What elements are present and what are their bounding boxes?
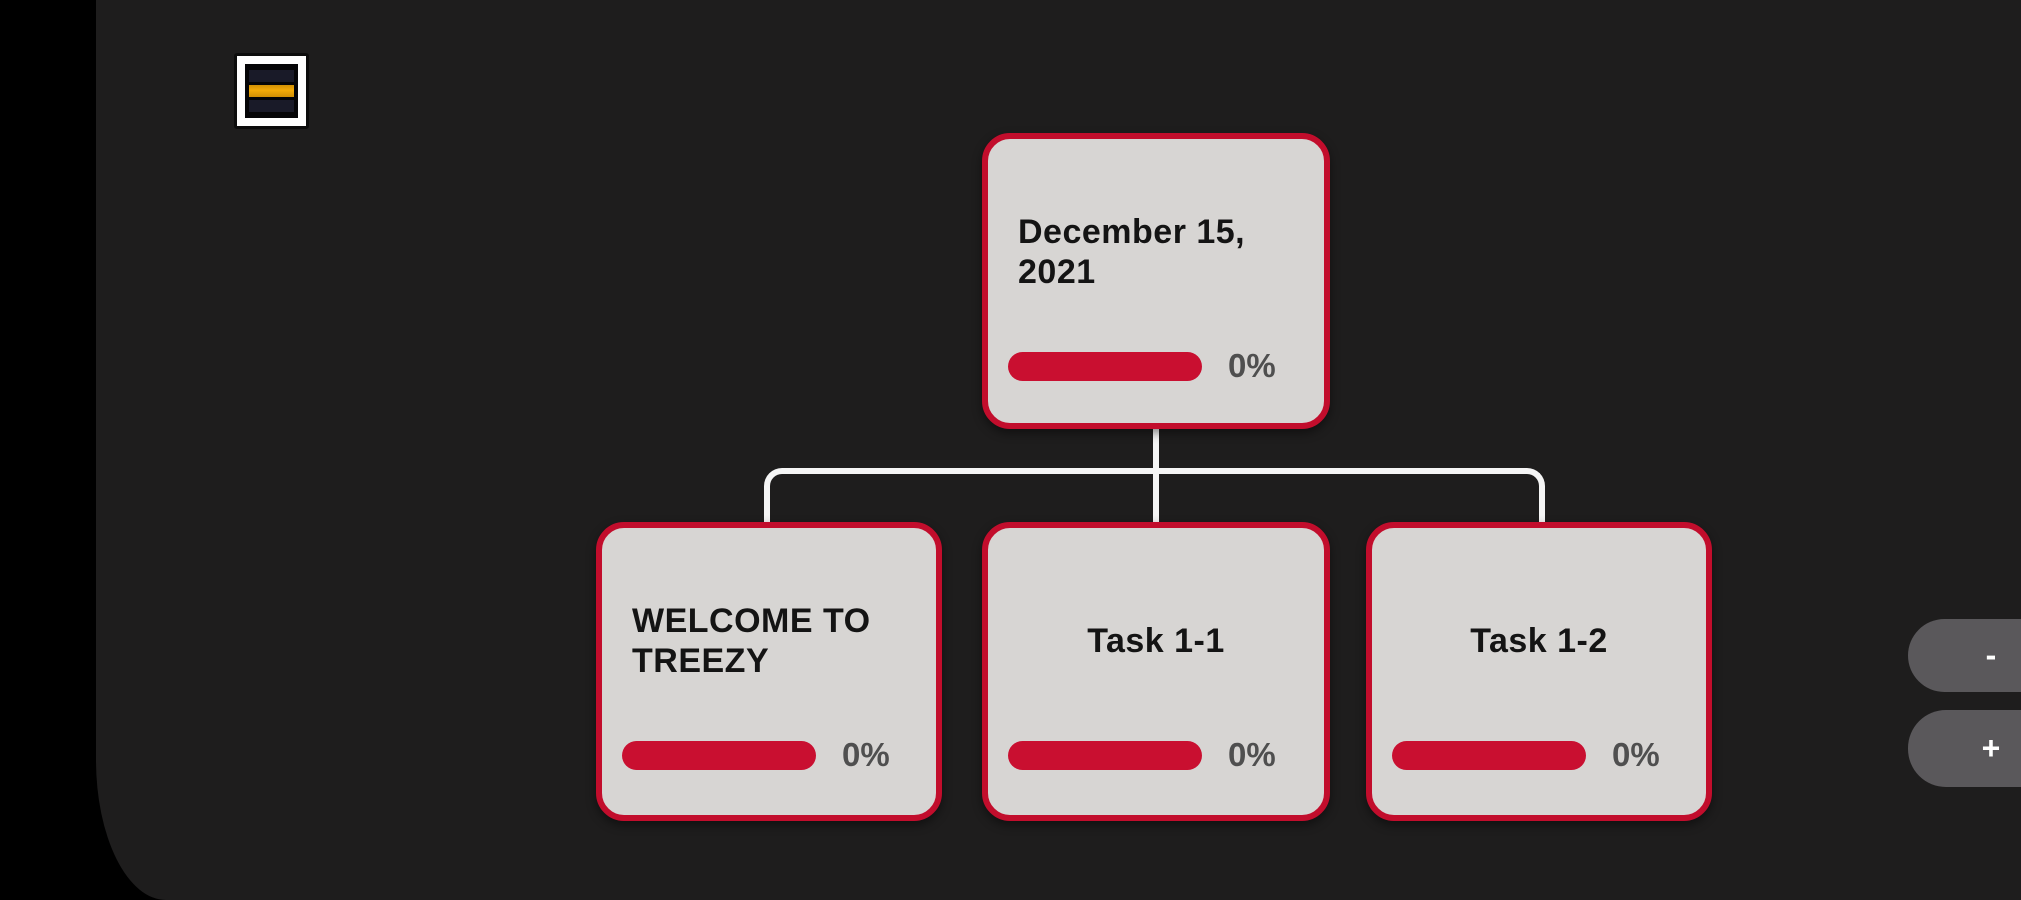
minus-icon: - xyxy=(1985,637,1997,673)
zoom-in-button[interactable]: + xyxy=(1908,710,2021,787)
tree-node-task-1-2[interactable]: Task 1-2 0% xyxy=(1366,522,1712,821)
progress-label: 0% xyxy=(1228,736,1276,773)
tree-connector-middle xyxy=(1153,427,1159,522)
node-title: Task 1-1 xyxy=(1087,622,1225,660)
progress-bar xyxy=(1008,740,1202,770)
node-title: Task 1-2 xyxy=(1470,622,1608,660)
node-progress: 0% xyxy=(1008,736,1314,773)
progress-label: 0% xyxy=(842,736,890,773)
tree-node-task-1-1[interactable]: Task 1-1 0% xyxy=(982,522,1330,821)
tree-node-welcome[interactable]: WELCOME TO TREEZY 0% xyxy=(596,522,942,821)
hamburger-menu-icon xyxy=(245,64,298,118)
zoom-out-button[interactable]: - xyxy=(1908,619,2021,692)
tree-node-root[interactable]: December 15, 2021 0% xyxy=(982,133,1330,429)
tree-canvas[interactable]: December 15, 2021 0% WELCOME TO TREEZY 0… xyxy=(96,0,2021,900)
node-progress: 0% xyxy=(1008,347,1314,384)
node-progress: 0% xyxy=(1392,736,1696,773)
plus-icon: + xyxy=(1981,730,2001,766)
progress-label: 0% xyxy=(1228,347,1276,384)
progress-bar xyxy=(1008,351,1202,381)
node-progress: 0% xyxy=(622,736,926,773)
progress-bar xyxy=(622,740,816,770)
progress-bar xyxy=(1392,740,1586,770)
node-title: WELCOME TO TREEZY xyxy=(632,602,871,680)
menu-button[interactable] xyxy=(234,53,309,129)
progress-label: 0% xyxy=(1612,736,1660,773)
node-title: December 15, 2021 xyxy=(1018,213,1246,291)
